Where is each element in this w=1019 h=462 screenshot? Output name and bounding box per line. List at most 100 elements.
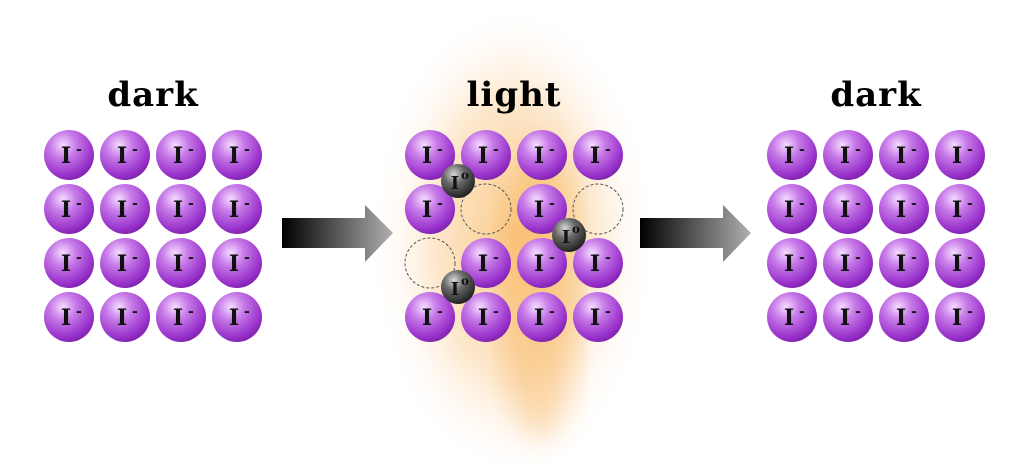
ion-charge: - <box>76 142 82 158</box>
ion-symbol: I <box>840 305 850 331</box>
iodide-ion: I- <box>100 130 150 180</box>
iodide-ion: I- <box>100 238 150 288</box>
ion-charge: - <box>911 304 917 320</box>
ion-charge: - <box>605 250 611 266</box>
ion-symbol: I <box>173 197 183 223</box>
ion-symbol: I <box>173 143 183 169</box>
ion-charge: - <box>244 250 250 266</box>
iodide-ion: I- <box>405 292 455 342</box>
iodide-ion: I- <box>573 292 623 342</box>
ion-symbol: I <box>784 143 794 169</box>
ion-charge: - <box>549 142 555 158</box>
ion-symbol: I <box>478 305 488 331</box>
ion-symbol: I <box>840 197 850 223</box>
ion-symbol: I <box>117 197 127 223</box>
iodide-ion: I- <box>461 130 511 180</box>
vacancy <box>460 183 512 235</box>
ion-symbol: I <box>784 197 794 223</box>
iodide-ion: I- <box>517 238 567 288</box>
ion-charge: - <box>605 142 611 158</box>
iodide-ion: I- <box>767 130 817 180</box>
ion-charge: - <box>549 196 555 212</box>
ion-symbol: I <box>61 143 71 169</box>
panel-label: light <box>466 75 561 115</box>
iodide-ion: I- <box>44 130 94 180</box>
ion-symbol: I <box>229 197 239 223</box>
iodide-ion: I- <box>156 130 206 180</box>
ion-charge: - <box>967 142 973 158</box>
ion-charge: - <box>132 304 138 320</box>
ion-symbol: I <box>229 251 239 277</box>
vacancy <box>404 237 456 289</box>
ion-symbol: I <box>61 251 71 277</box>
iodide-ion: I- <box>517 292 567 342</box>
iodide-ion: I- <box>823 130 873 180</box>
atom-symbol: I <box>562 227 570 248</box>
iodide-ion: I- <box>156 184 206 234</box>
ion-charge: - <box>132 142 138 158</box>
ion-symbol: I <box>229 305 239 331</box>
iodide-ion: I- <box>935 292 985 342</box>
ion-charge: - <box>437 196 443 212</box>
iodide-ion: I- <box>100 184 150 234</box>
ion-symbol: I <box>117 143 127 169</box>
ion-symbol: I <box>173 251 183 277</box>
ion-symbol: I <box>840 251 850 277</box>
ion-charge: - <box>188 250 194 266</box>
ion-charge: - <box>437 304 443 320</box>
arrow-light-to-dark <box>640 205 751 262</box>
ion-symbol: I <box>61 197 71 223</box>
iodide-ion: I- <box>573 238 623 288</box>
ion-charge: - <box>188 304 194 320</box>
ion-charge: - <box>437 142 443 158</box>
ion-symbol: I <box>422 197 432 223</box>
ion-symbol: I <box>840 143 850 169</box>
iodide-ion: I- <box>212 130 262 180</box>
ion-symbol: I <box>117 251 127 277</box>
ion-charge: - <box>76 250 82 266</box>
ion-charge: - <box>799 304 805 320</box>
ion-symbol: I <box>952 143 962 169</box>
iodide-ion: I- <box>879 130 929 180</box>
ion-symbol: I <box>534 197 544 223</box>
ion-charge: - <box>76 304 82 320</box>
ion-charge: - <box>911 142 917 158</box>
ion-charge: - <box>799 142 805 158</box>
ion-charge: - <box>855 250 861 266</box>
ion-symbol: I <box>896 251 906 277</box>
iodide-ion: I- <box>767 292 817 342</box>
ion-charge: - <box>244 304 250 320</box>
ion-charge: - <box>855 196 861 212</box>
ion-charge: - <box>493 304 499 320</box>
atom-charge: o <box>461 274 469 288</box>
iodide-ion: I- <box>517 130 567 180</box>
ion-symbol: I <box>590 143 600 169</box>
iodide-ion: I- <box>767 238 817 288</box>
iodide-ion: I- <box>405 184 455 234</box>
iodide-ion: I- <box>212 238 262 288</box>
panel-label: dark <box>107 75 199 115</box>
iodide-ion: I- <box>156 238 206 288</box>
ion-charge: - <box>605 304 611 320</box>
ion-symbol: I <box>534 251 544 277</box>
iodide-ion: I- <box>44 292 94 342</box>
iodide-ion: I- <box>935 238 985 288</box>
ion-symbol: I <box>896 197 906 223</box>
iodide-ion: I- <box>879 238 929 288</box>
iodide-ion: I- <box>823 238 873 288</box>
ion-charge: - <box>549 250 555 266</box>
ion-charge: - <box>911 250 917 266</box>
ion-charge: - <box>244 196 250 212</box>
vacancy <box>572 183 624 235</box>
ion-charge: - <box>799 250 805 266</box>
atom-charge: o <box>572 222 580 236</box>
ion-symbol: I <box>173 305 183 331</box>
ion-charge: - <box>855 304 861 320</box>
panel-label: dark <box>830 75 922 115</box>
